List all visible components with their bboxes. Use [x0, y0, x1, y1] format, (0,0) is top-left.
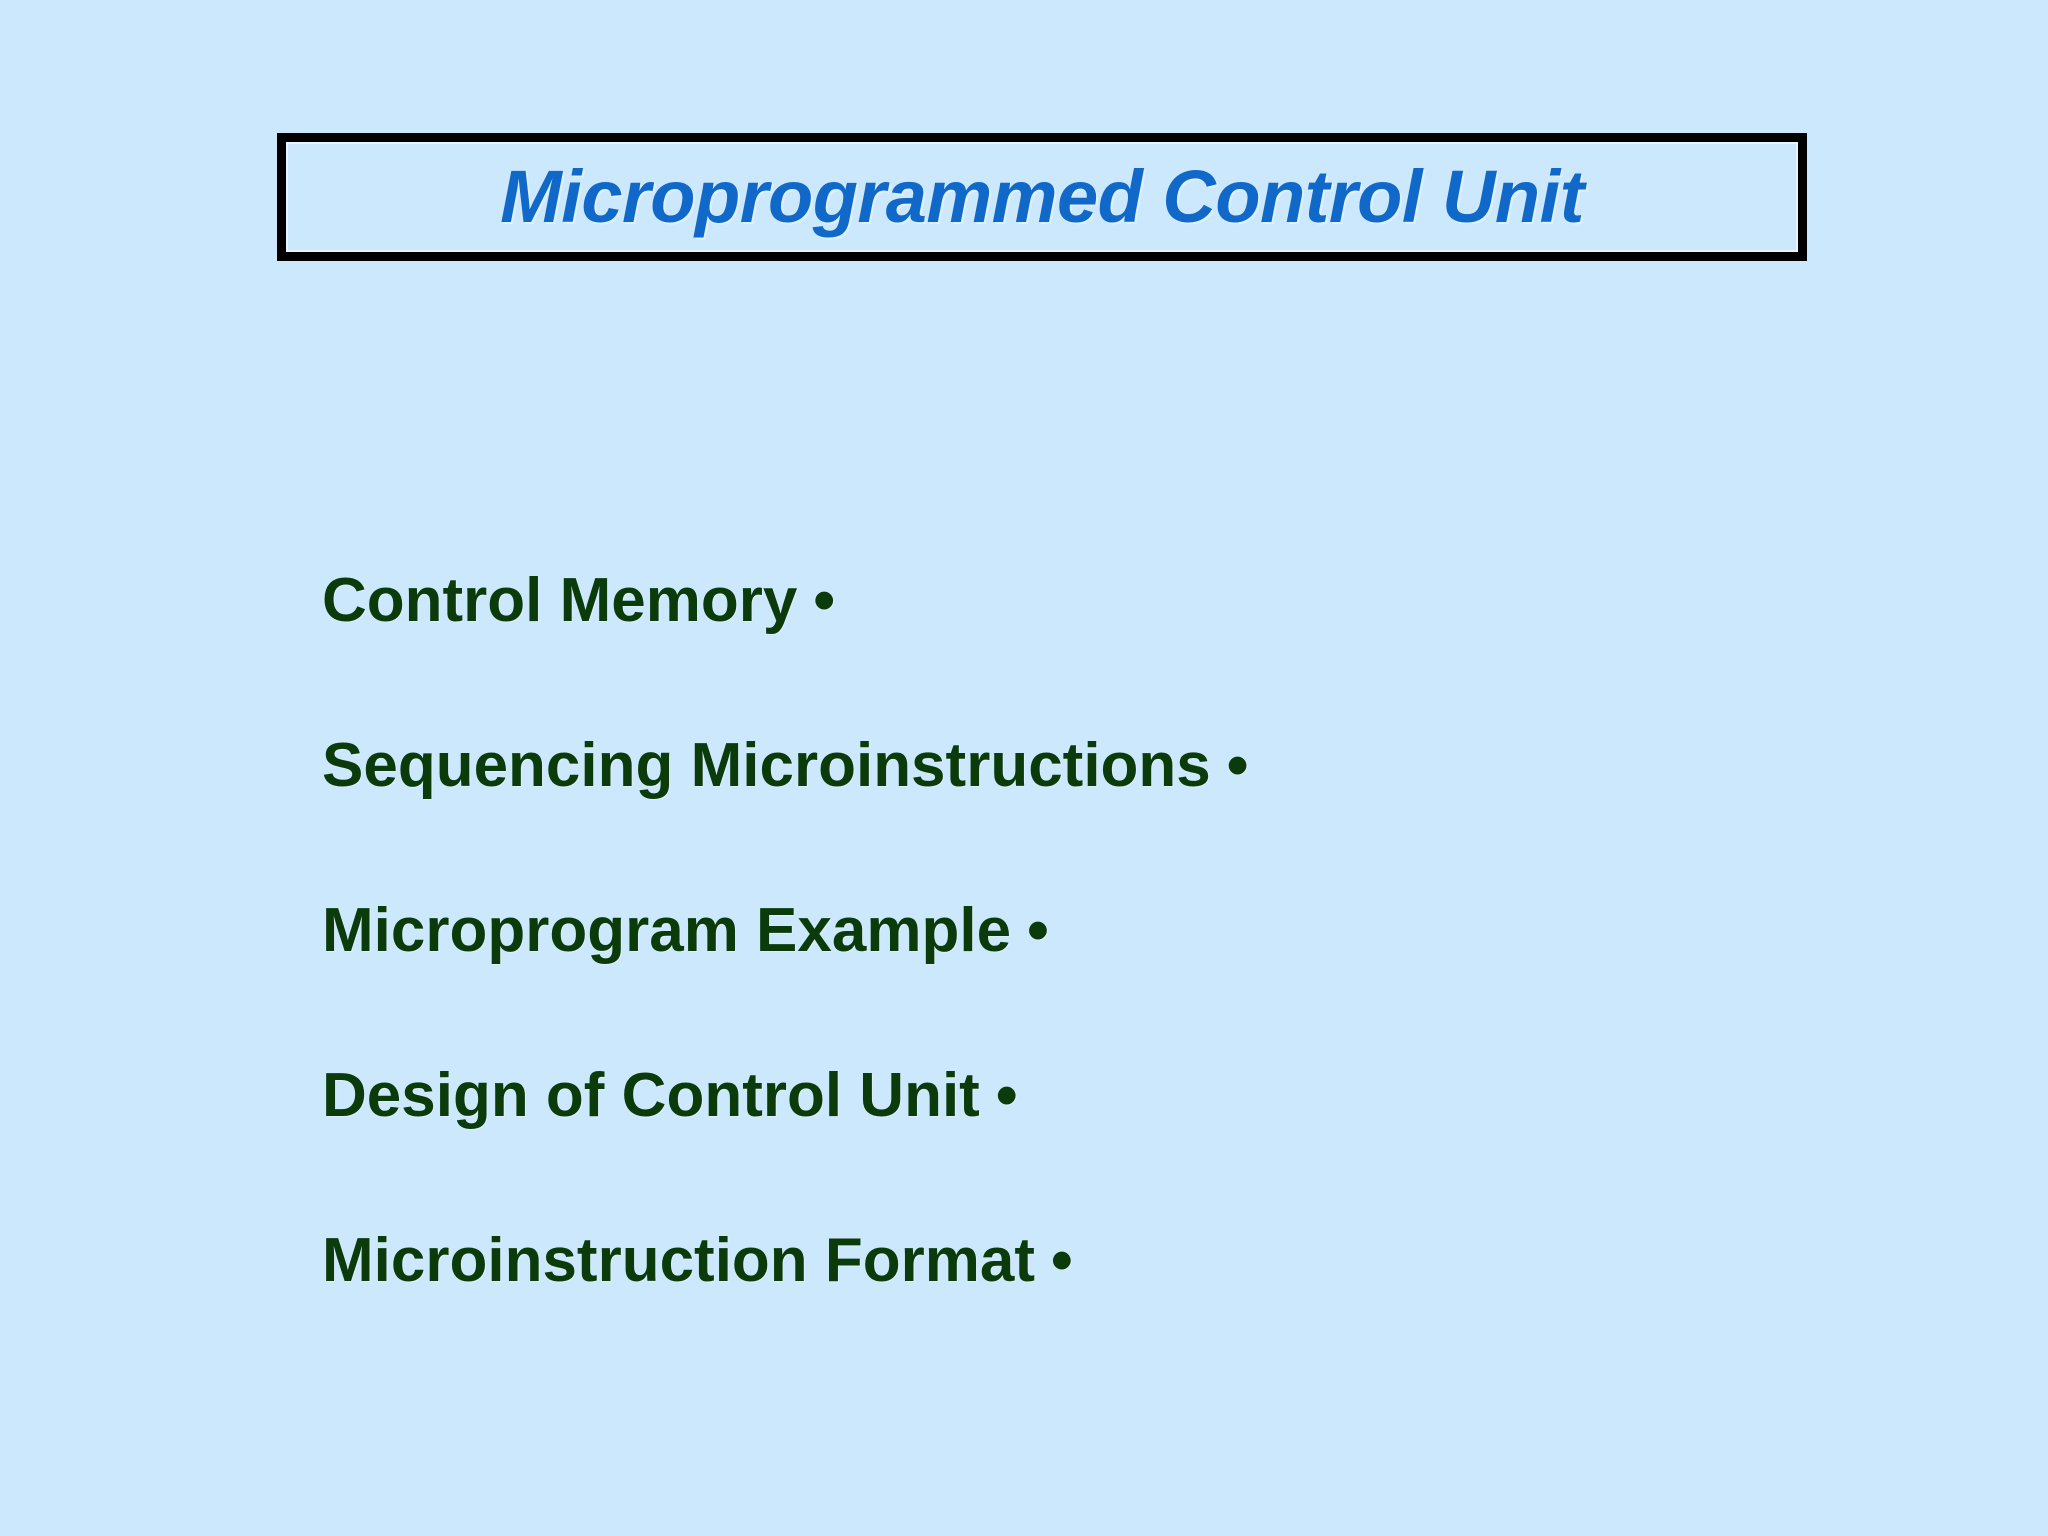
title-box: Microprogrammed Control Unit [277, 133, 1807, 261]
list-item: Control Memory • [322, 570, 1822, 735]
bullet-icon: • [813, 566, 836, 635]
list-item: Microinstruction Format • [322, 1230, 1822, 1395]
bullet-icon: • [995, 1061, 1018, 1130]
list-item-label-sequencing-microinstructions: Sequencing Microinstructions [322, 731, 1211, 800]
list-item: Sequencing Microinstructions • [322, 735, 1822, 900]
bullet-icon: • [1051, 1226, 1073, 1295]
list-item: Microprogram Example • [322, 900, 1822, 1065]
list-item: Design of Control Unit • [322, 1065, 1822, 1230]
page-title: Microprogrammed Control Unit [500, 155, 1584, 238]
bullet-icon: • [1027, 896, 1049, 965]
list-item-label-control-memory: Control Memory [322, 566, 798, 635]
list-item-label-design-of-control-unit: Design of Control Unit [322, 1061, 980, 1130]
list-item-label-microinstruction-format: Microinstruction Format [322, 1226, 1036, 1295]
list-item-label-microprogram-example: Microprogram Example [322, 896, 1012, 965]
bullet-icon: • [1226, 731, 1249, 800]
topic-list: Control Memory • Sequencing Microinstruc… [322, 570, 1822, 1395]
